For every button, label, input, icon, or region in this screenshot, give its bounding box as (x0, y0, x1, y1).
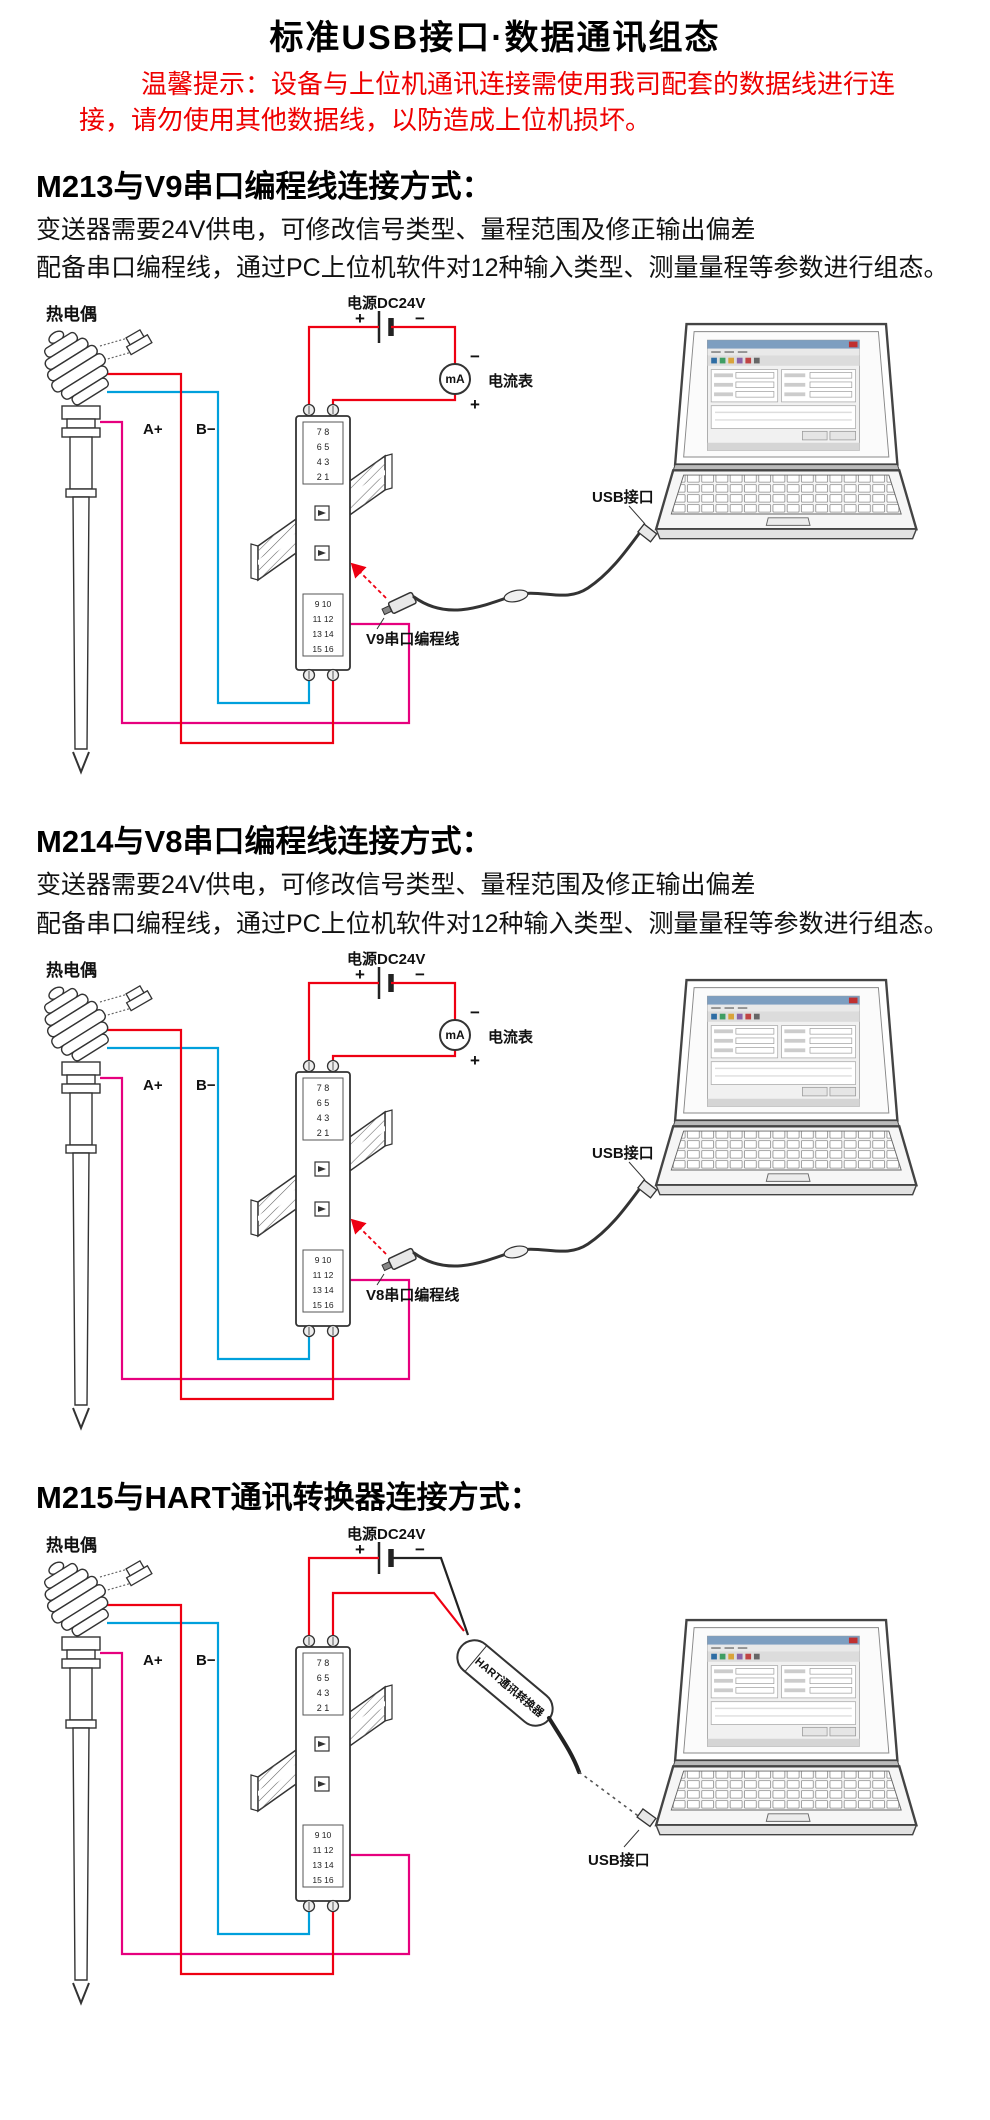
ammeter-symbol (439, 1018, 471, 1051)
terminal-a-label: A+ (143, 421, 163, 438)
wire-sensor-comp (100, 421, 411, 725)
minus-sign: − (415, 1540, 425, 1559)
cable-label: V8串口编程线 (366, 1286, 459, 1304)
terminal-b-label: B− (196, 1652, 216, 1669)
thermocouple-illustration (27, 971, 153, 1429)
ammeter-symbol (439, 363, 471, 396)
power-label: 电源DC24V (347, 1525, 425, 1543)
ammeter-unit: mA (445, 1028, 465, 1042)
transmitter-module (295, 1059, 351, 1338)
plus-sign: + (470, 1051, 480, 1070)
plus-sign: + (470, 395, 480, 414)
cable-ferrite (503, 589, 529, 603)
usb-label-leader (623, 1829, 640, 1848)
page-title: 标准USB接口·数据通讯组态 (269, 19, 721, 57)
page: 标准USB接口·数据通讯组态 温馨提示：设备与上位机通讯连接需使用我司配套的数据… (0, 19, 990, 2045)
power-supply-symbol (377, 311, 394, 344)
diagram-m213-v9: 电源DC24V + − mA − + 电流表 热电偶 A+ B− (27, 294, 918, 774)
section-desc: 配备串口编程线，通过PC上位机软件对12种输入类型、测量量程等参数进行组态。 (36, 254, 949, 282)
programming-cable (412, 529, 643, 612)
plus-sign: + (355, 965, 365, 984)
wire-sensor-a (105, 1603, 335, 1975)
usb-label-leader (628, 505, 646, 525)
wire-power-minus (391, 1556, 470, 1636)
usb-label: USB接口 (592, 488, 654, 506)
wire-sensor-comp (100, 1076, 411, 1380)
usb-plug (637, 523, 658, 543)
hart-cable (547, 1715, 581, 1774)
thermocouple-illustration (27, 1546, 153, 2004)
hart-converter: HART通讯转换器 (456, 1639, 554, 1727)
usb-label-leader (628, 1161, 646, 1181)
wire-power-minus (391, 326, 457, 365)
cable-label: V9串口编程线 (366, 630, 459, 648)
wire-power-plus (307, 981, 379, 1061)
section-m214: M214与V8串口编程线连接方式： 变送器需要24V供电，可修改信号类型、量程范… (0, 816, 990, 1450)
diagram-m214-v8: 电源DC24V + − mA − + 电流表 热电偶 A+ B− (27, 950, 918, 1429)
serial-plug (381, 1247, 417, 1271)
minus-sign: − (415, 309, 425, 328)
warning-notice: 温馨提示：设备与上位机通讯连接需使用我司配套的数据线进行连接，请勿使用其他数据线… (79, 69, 896, 135)
section-heading-m215: M215与HART通讯转换器连接方式： (36, 1479, 541, 1515)
wire-power-plus (307, 1556, 379, 1636)
power-supply-symbol (377, 966, 394, 999)
plug-direction-arrow (350, 1218, 387, 1255)
plug-direction-arrow (350, 562, 387, 599)
section-desc: 配备串口编程线，通过PC上位机软件对12种输入类型、测量量程等参数进行组态。 (36, 909, 949, 938)
laptop-illustration (654, 978, 918, 1196)
wire-meter-out (331, 394, 457, 406)
ammeter-unit: mA (445, 372, 465, 386)
power-supply-symbol (377, 1541, 394, 1574)
minus-sign: − (470, 1003, 480, 1022)
plus-sign: + (355, 309, 365, 328)
section-m213: M213与V9串口编程线连接方式： 变送器需要24V供电，可修改信号类型、量程范… (0, 161, 990, 795)
programming-cable (412, 1185, 643, 1268)
thermocouple-label: 热电偶 (46, 960, 97, 980)
wire-sensor-a (105, 373, 335, 745)
transmitter-module (295, 1634, 351, 1913)
usb-dotted-link (578, 1771, 642, 1819)
thermocouple-illustration (27, 316, 153, 774)
serial-plug (381, 592, 417, 616)
minus-sign: − (415, 965, 425, 984)
power-label: 电源DC24V (347, 950, 425, 968)
laptop-illustration (654, 1618, 918, 1836)
wire-meter-out (331, 1049, 457, 1061)
cable-label-leader (376, 617, 385, 630)
usb-plug (636, 1807, 657, 1828)
usb-plug (637, 1178, 658, 1199)
laptop-illustration (654, 323, 918, 541)
usb-label: USB接口 (592, 1144, 654, 1162)
section-m215: M215与HART通讯转换器连接方式： 电源DC24V + − 热电偶 A+ B… (0, 1472, 990, 2045)
ammeter-label: 电流表 (488, 372, 534, 390)
cable-label-leader (376, 1273, 385, 1286)
power-label: 电源DC24V (347, 294, 425, 312)
section-desc: 变送器需要24V供电，可修改信号类型、量程范围及修正输出偏差 (36, 871, 756, 900)
thermocouple-label: 热电偶 (46, 304, 97, 324)
terminal-a-label: A+ (143, 1652, 163, 1669)
ammeter-label: 电流表 (488, 1028, 534, 1046)
section-heading-m214: M214与V8串口编程线连接方式： (36, 824, 493, 860)
wire-sensor-comp (100, 1651, 411, 1955)
terminal-a-label: A+ (143, 1077, 163, 1094)
diagram-m215-hart: 电源DC24V + − 热电偶 A+ B− HART通讯转换器 (27, 1525, 918, 2004)
terminal-b-label: B− (196, 421, 216, 438)
wire-power-plus (307, 326, 379, 406)
terminal-b-label: B− (196, 1077, 216, 1094)
thermocouple-label: 热电偶 (46, 1535, 97, 1555)
cable-ferrite (503, 1245, 529, 1259)
section-heading-m213: M213与V9串口编程线连接方式： (36, 168, 493, 204)
wire-power-minus (391, 981, 457, 1020)
transmitter-module (295, 403, 351, 682)
wire-sensor-a (105, 1028, 335, 1400)
section-desc: 变送器需要24V供电，可修改信号类型、量程范围及修正输出偏差 (36, 215, 756, 244)
usb-label: USB接口 (588, 1851, 650, 1869)
plus-sign: + (355, 1540, 365, 1559)
minus-sign: − (470, 347, 480, 366)
wire-module-to-hart (331, 1591, 465, 1636)
